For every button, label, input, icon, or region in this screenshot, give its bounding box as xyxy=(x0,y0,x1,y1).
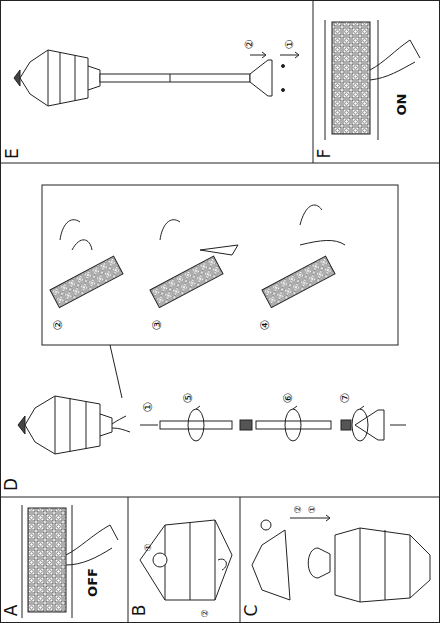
panel-letter: E xyxy=(4,148,21,159)
terminal-block xyxy=(325,20,420,140)
callout-number: ⑤ xyxy=(182,393,194,404)
callout-number: ① xyxy=(142,402,154,413)
callout-number: ② xyxy=(200,609,209,617)
callout-number: ② xyxy=(245,39,256,49)
switch-label: ON xyxy=(396,93,409,115)
panel-letter: C xyxy=(244,604,261,616)
wiring-steps xyxy=(50,205,345,308)
panel-letter: A xyxy=(3,604,20,616)
lamp-exploded xyxy=(18,396,406,454)
terminal-block xyxy=(22,505,118,618)
switch-label: OFF xyxy=(86,568,99,597)
panel-letter: B xyxy=(131,604,148,616)
callout-number: ② xyxy=(52,320,64,331)
callout-number: ① xyxy=(307,505,316,513)
lantern-bulb xyxy=(252,515,430,602)
callout-number: ① xyxy=(143,543,152,551)
panel-letter: D xyxy=(4,477,21,490)
callout-number: ⑦ xyxy=(339,393,351,404)
lantern-top xyxy=(140,520,232,600)
lamp-assembled xyxy=(14,50,299,106)
callout-number: ④ xyxy=(259,320,271,331)
callout-number: ① xyxy=(285,39,296,49)
callout-number: ③ xyxy=(151,320,163,331)
callout-number: ⑥ xyxy=(282,393,294,404)
callout-number: ② xyxy=(293,505,302,513)
panel-letter: F xyxy=(317,148,334,158)
